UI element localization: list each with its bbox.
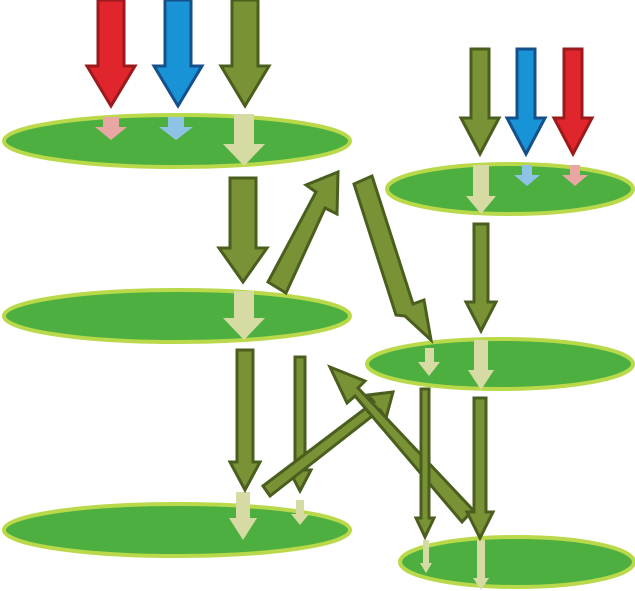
flow-arrow-right-top-to-middle xyxy=(463,222,499,335)
blue-small-arrow-left-top xyxy=(159,117,193,140)
left-top-layer xyxy=(2,113,352,169)
left-middle-layer xyxy=(2,288,352,344)
red-input-arrow-right xyxy=(551,47,595,158)
right-bottom-layer xyxy=(398,535,635,589)
flow-arrow-left-bottom-up-right xyxy=(260,390,396,499)
flow-arrows-group xyxy=(216,169,499,542)
input-arrows-group xyxy=(84,0,595,158)
blue-input-arrow-right xyxy=(504,47,548,158)
flow-arrow-right-bottom-up-left xyxy=(327,364,476,525)
pink-small-arrow-left-top xyxy=(95,117,127,140)
green-input-arrow-right xyxy=(458,47,502,158)
left-bottom-layer xyxy=(2,502,352,558)
light-arrow-right-bottom-b xyxy=(473,540,489,590)
flow-arrow-left-top-to-middle xyxy=(216,176,270,285)
inner-arrows-group xyxy=(95,114,588,590)
flow-arrow-left-middle-up-right xyxy=(266,169,340,296)
green-input-arrow-left xyxy=(218,0,272,109)
flow-arrow-right-middle-to-bottom-b xyxy=(464,396,496,542)
flow-arrow-left-middle-to-bottom xyxy=(227,348,263,494)
blue-small-arrow-right-top xyxy=(514,165,540,186)
right-top-layer xyxy=(385,162,635,216)
pink-small-arrow-right-top xyxy=(562,165,588,186)
light-arrow-left-bottom-b xyxy=(291,500,309,525)
light-arrow-right-middle-b xyxy=(468,340,494,390)
flow-arrow-right-middle-to-bottom-a xyxy=(413,387,437,541)
red-input-arrow-left xyxy=(84,0,138,109)
light-arrow-left-top xyxy=(223,114,265,166)
blue-input-arrow-left xyxy=(151,0,205,109)
light-arrow-left-bottom-a xyxy=(229,492,257,540)
light-arrow-right-top xyxy=(466,165,496,214)
light-arrow-left-middle xyxy=(223,291,265,340)
right-middle-layer xyxy=(365,337,635,391)
light-arrow-right-middle-a xyxy=(418,348,440,376)
flow-arrow-diagonal-to-right-middle xyxy=(352,173,434,345)
light-arrow-right-bottom-a xyxy=(420,540,432,573)
